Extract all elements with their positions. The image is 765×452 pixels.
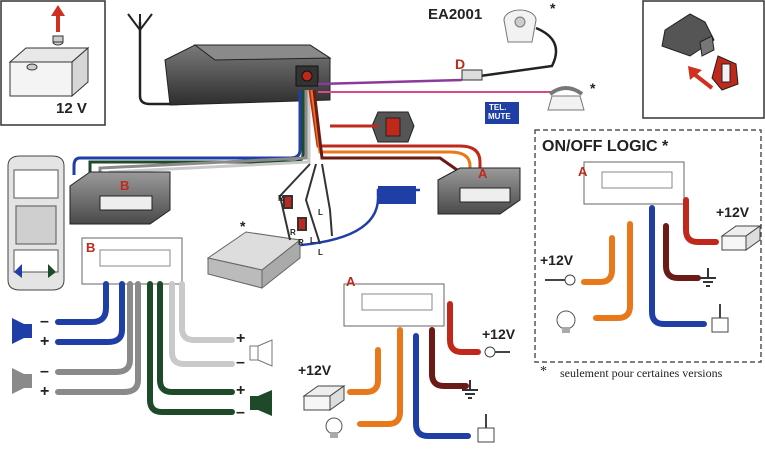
harness-right xyxy=(308,89,482,174)
harness-l2-label: L xyxy=(310,236,315,245)
battery-voltage-label: 12 V xyxy=(56,100,87,117)
speaker-rear-right-icon xyxy=(250,390,272,416)
a-battery-icon xyxy=(302,385,346,411)
battery-icon xyxy=(8,5,90,98)
speaker-plus-3-label: + xyxy=(236,330,246,347)
onoff-a-label: A xyxy=(578,164,588,179)
cd-changer-icon xyxy=(206,231,302,290)
antenna-icon xyxy=(127,13,178,106)
footnote-text: seulement pour certaines versions xyxy=(560,366,723,380)
connector-a-right-label: A xyxy=(478,166,488,181)
car-top-view-icon xyxy=(7,155,65,291)
speaker-plus-1-label: + xyxy=(40,333,50,350)
pinout-a-block xyxy=(343,283,445,327)
remote-plug xyxy=(461,69,483,81)
remote-star-label: * xyxy=(550,0,556,16)
fuse-holder-icon xyxy=(661,13,739,91)
speaker-front-right-icon xyxy=(249,339,273,367)
onoff-wires xyxy=(581,197,719,327)
onoff-lamp-icon xyxy=(556,310,576,333)
speaker-minus-4-label: – xyxy=(236,404,245,421)
harness-r2-label: R xyxy=(290,228,296,237)
connector-a-right xyxy=(437,167,521,215)
cd-star-label: * xyxy=(240,218,246,234)
speaker-front-left-icon xyxy=(12,318,32,344)
rca-cables xyxy=(278,163,333,245)
connector-b-left-label: B xyxy=(120,178,130,193)
speaker-plus-4-label: + xyxy=(236,382,246,399)
pinout-b-wires xyxy=(55,281,235,415)
harness-r3-label: R xyxy=(298,238,304,247)
onoff-ground-icon xyxy=(700,268,716,287)
pinout-a-label: A xyxy=(346,274,356,289)
onoff-antenna-amp-icon xyxy=(711,304,729,333)
onoff-plus12-left-label: +12V xyxy=(540,252,574,268)
fuse-inset-frame xyxy=(642,0,765,119)
speaker-rear-left-icon xyxy=(12,368,32,394)
pinout-b-block xyxy=(81,237,183,285)
speaker-minus-2-label: – xyxy=(40,363,49,380)
connector-b-left xyxy=(69,171,171,225)
inline-fuse-icon xyxy=(371,111,415,143)
speaker-plus-2-label: + xyxy=(40,383,50,400)
tel-mute-label-2: MUTE xyxy=(488,112,511,121)
harness-r1-label: R xyxy=(278,194,284,203)
onoff-logic-frame xyxy=(534,129,762,363)
a-plus12-right-label: +12V xyxy=(482,326,516,342)
radio-unit xyxy=(164,44,332,106)
speaker-minus-3-label: – xyxy=(236,354,245,371)
tel-mute-box xyxy=(485,102,519,124)
onoff-plus12-right-label: +12V xyxy=(716,204,750,220)
a-antenna-amp-icon xyxy=(477,414,495,443)
a-plus12-left-label: +12V xyxy=(298,362,332,378)
remote-name-label: EA2001 xyxy=(428,6,483,23)
tel-mute-label-1: TEL. xyxy=(489,103,507,112)
harness-l3-label: L xyxy=(318,248,323,257)
a-ground-icon xyxy=(462,380,478,399)
telephone-icon xyxy=(547,86,585,111)
cd-plug xyxy=(378,186,416,204)
onoff-key-icon xyxy=(545,274,576,286)
footnote-star: * xyxy=(540,364,547,379)
onoff-title: ON/OFF LOGIC * xyxy=(542,138,669,155)
remote-cable xyxy=(479,26,558,78)
a-ignition-key-icon xyxy=(484,346,510,358)
onoff-battery-icon xyxy=(720,225,762,251)
harness-l1-label: L xyxy=(318,208,323,217)
pinout-b-label: B xyxy=(86,240,96,255)
remote-receiver-icon xyxy=(503,9,537,43)
remote-wire xyxy=(317,78,463,86)
remote-connector-label: D xyxy=(455,56,466,72)
phone-star-label: * xyxy=(590,80,596,96)
onoff-pinout-block xyxy=(583,161,685,205)
a-lamp-icon xyxy=(325,417,343,438)
pinout-a-wires xyxy=(347,301,481,439)
speaker-minus-1-label: – xyxy=(40,313,49,330)
